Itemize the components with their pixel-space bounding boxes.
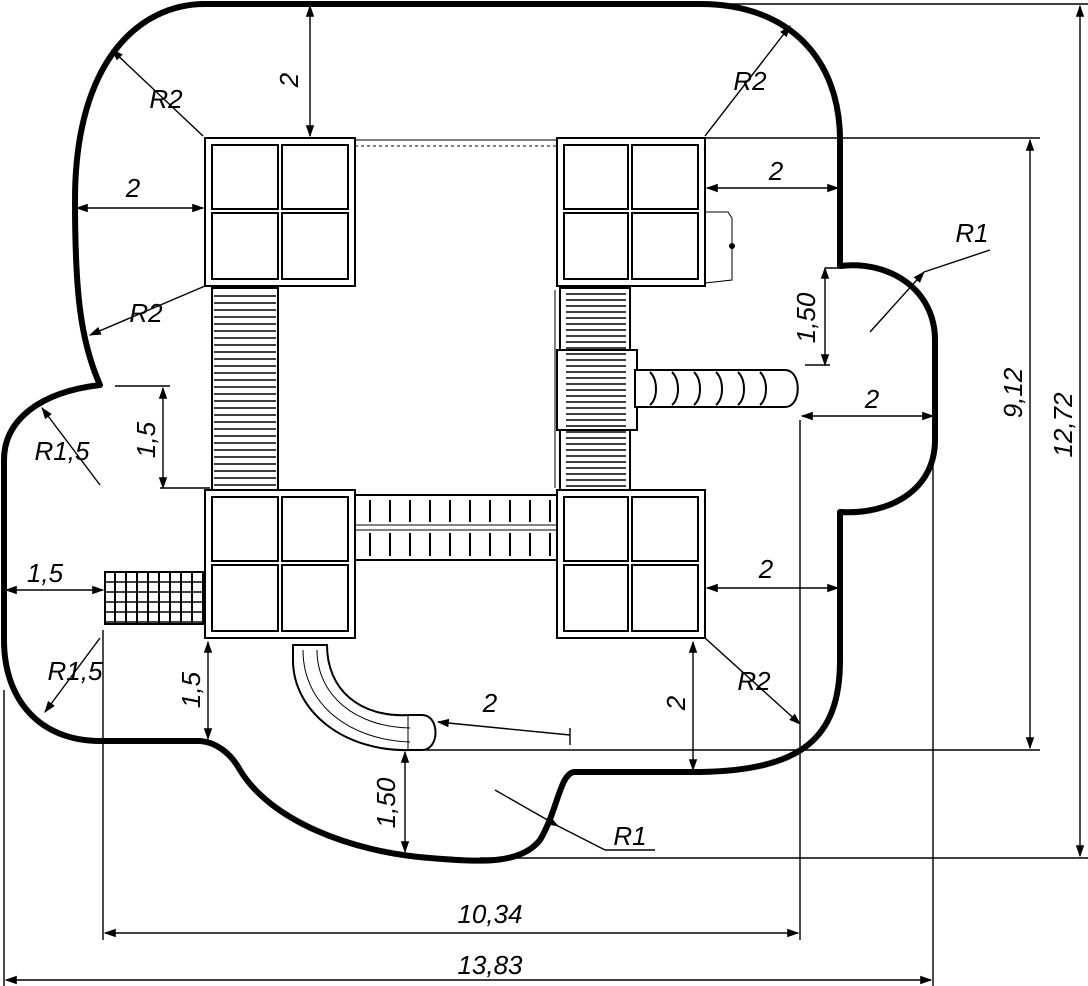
tower-top-right: [556, 137, 735, 287]
dim-right-bottom-gap: 2: [758, 554, 774, 584]
radius-left-bulge-top: R1,5: [35, 436, 90, 466]
tower-bottom-right: [556, 489, 706, 639]
left-ladder: [211, 287, 279, 491]
dim-left-stair-gap: 1,5: [131, 421, 161, 458]
dim-slide-gap: 2: [482, 688, 498, 718]
dim-top-gap: 2: [274, 72, 304, 88]
radius-bottom-right: R2: [737, 666, 771, 696]
dim-left-ladder-gap: 1,5: [27, 558, 64, 588]
right-slide: [634, 369, 799, 408]
radius-left-bulge-bottom: R1,5: [48, 656, 103, 686]
dim-bulge-bottom-depth: 1,50: [371, 777, 401, 828]
tower-top-left: [204, 137, 356, 287]
radius-bottom-bulge: R1: [613, 821, 646, 851]
dim-total-height: 12,72: [1048, 392, 1078, 458]
dim-bulge-right-depth: 1,50: [791, 292, 821, 343]
dim-inner-height: 9,12: [998, 367, 1028, 418]
radius-left-upper: R2: [129, 298, 163, 328]
radius-top-left: R2: [149, 84, 183, 114]
dim-inner-width: 10,34: [457, 899, 522, 929]
bridge: [354, 494, 558, 561]
dim-left-gap: 2: [125, 173, 141, 203]
safety-zone-outline: [1, 1, 938, 864]
dim-bottom-right-gap: 2: [661, 695, 691, 711]
dim-right-top-gap: 2: [768, 156, 784, 186]
dimension-lines: [3, 3, 1088, 986]
dim-right-slide-gap: 2: [864, 384, 880, 414]
radius-top-right: R2: [733, 66, 767, 96]
tower-bottom-left: [204, 489, 356, 639]
left-climbing-net: [104, 571, 206, 625]
dim-bottom-left-gap: 1,5: [176, 671, 206, 708]
radius-right-bulge: R1: [955, 218, 988, 248]
right-ladder: [554, 287, 638, 491]
dimension-labels: 2 2 2 1,50 2 1,5 1,5 2 1,5 2 2 1,50 9,12…: [27, 66, 1078, 980]
curved-slide: [292, 644, 437, 752]
dim-total-width: 13,83: [457, 950, 523, 980]
top-crossbar: [355, 139, 557, 147]
